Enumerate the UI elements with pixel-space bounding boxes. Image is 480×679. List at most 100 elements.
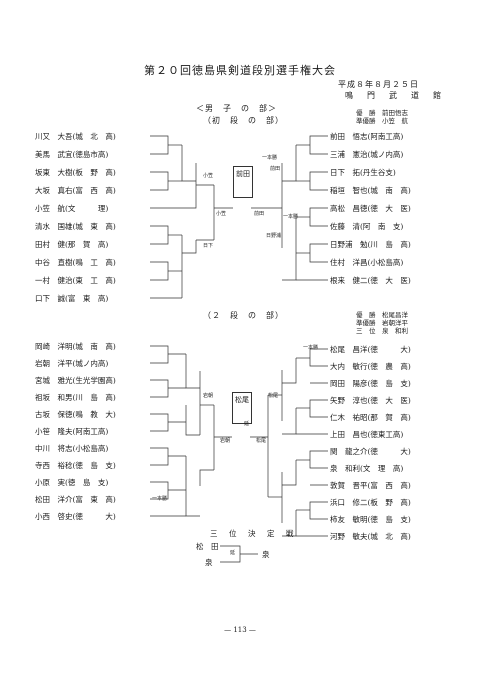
bracket-line bbox=[150, 261, 169, 281]
page-number: — 113 — bbox=[224, 626, 256, 634]
bracket-label: 一本勝 bbox=[283, 214, 299, 220]
player-entry: 浜口 修二(板 野 高) bbox=[330, 498, 411, 507]
player-entry: 岡崎 洋明(城 南 高) bbox=[35, 342, 116, 351]
player-entry: 三浦 憲治(城ノ内高) bbox=[330, 150, 404, 159]
player-entry: 祖坂 和男(川 島 高) bbox=[35, 393, 116, 402]
player-entry: 松尾 昌洋(徳 大) bbox=[330, 345, 411, 354]
bracket-label: 前田 bbox=[270, 166, 281, 172]
bracket-line bbox=[182, 240, 197, 254]
bracket-line bbox=[282, 460, 297, 486]
bracket-label: 日下 bbox=[203, 243, 214, 249]
bracket-line bbox=[282, 145, 297, 182]
nidan-third: 三 位 泉 和利 bbox=[356, 327, 408, 335]
nidan-final-box: 松尾 bbox=[232, 392, 252, 424]
player-entry: 大内 敏行(徳 農 高) bbox=[330, 362, 411, 371]
bracket-line bbox=[282, 217, 297, 281]
player-entry: 清水 国雄(城 東 高) bbox=[35, 222, 116, 231]
bracket-line bbox=[199, 469, 214, 486]
playoff-label: 延 bbox=[230, 550, 236, 556]
nidan-runnerup: 準優勝 岩朝洋平 bbox=[356, 319, 408, 327]
player-entry: 根来 健二(徳 大 医) bbox=[330, 276, 411, 285]
bracket-label: 日野浦 bbox=[266, 233, 282, 239]
player-entry: 美馬 武宜(徳島市高) bbox=[35, 150, 109, 159]
player-entry: 敦賀 晋平(富 西 高) bbox=[330, 481, 411, 490]
event-venue: 鳴 門 武 道 館 bbox=[345, 91, 444, 100]
player-entry: 田村 健(那 賀 高) bbox=[35, 240, 109, 249]
bracket-line bbox=[309, 135, 328, 155]
player-entry: 小笹 隆夫(阿南工高) bbox=[35, 427, 109, 436]
bracket-line bbox=[282, 510, 297, 537]
player-entry: 河野 敏夫(城 北 高) bbox=[330, 532, 411, 541]
bracket-line bbox=[150, 481, 169, 500]
bracket-label: 岩朝 bbox=[220, 438, 231, 444]
bracket-line bbox=[150, 345, 169, 364]
bracket-line bbox=[150, 135, 169, 155]
bracket-label: 一本勝 bbox=[262, 155, 278, 161]
section-heading-mens: ＜男 子 の 部＞ bbox=[196, 104, 277, 113]
player-entry: 小西 啓史(徳 大) bbox=[35, 512, 116, 521]
playoff-winner: 泉 bbox=[262, 550, 270, 559]
player-entry: 大坂 真右(富 西 高) bbox=[35, 186, 116, 195]
bracket-line bbox=[185, 354, 200, 389]
bracket-line bbox=[309, 243, 328, 263]
playoff-title: 三 位 決 定 戦 bbox=[210, 529, 296, 538]
bracket-line bbox=[150, 447, 169, 466]
player-entry: 上田 昌也(徳東工高) bbox=[330, 430, 404, 439]
player-entry: 口下 誠(富 東 高) bbox=[35, 294, 109, 303]
page-title: 第２０回徳島県剣道段別選手権大会 bbox=[144, 64, 336, 77]
player-entry: 宮城 雅光(生光学園高) bbox=[35, 376, 116, 385]
bracket-line bbox=[309, 450, 328, 469]
player-entry: 柿友 敏明(徳 島 支) bbox=[330, 515, 411, 524]
nidan-winner: 優 勝 松尾昌洋 bbox=[356, 311, 408, 319]
player-entry: 前田 悟志(阿南工高) bbox=[330, 132, 404, 141]
section-heading-nidan: （２ 段 の 部） bbox=[203, 311, 284, 320]
bracket-line bbox=[220, 545, 241, 563]
bracket-line bbox=[309, 171, 328, 191]
bracket-line bbox=[150, 171, 169, 191]
bracket-label: 岩朝 bbox=[203, 393, 214, 399]
event-date: 平成８年８月２５日 bbox=[338, 80, 419, 89]
bracket-line bbox=[309, 207, 328, 227]
player-entry: 矢野 淳也(徳 大 医) bbox=[330, 396, 411, 405]
bracket-line bbox=[309, 348, 328, 367]
bracket-line bbox=[309, 399, 328, 418]
bracket-label: 小笠 bbox=[203, 173, 214, 179]
bracket-line bbox=[185, 456, 200, 517]
player-entry: 関 龍之介(徳 大) bbox=[330, 447, 411, 456]
bracket-line bbox=[150, 413, 169, 432]
bracket-label: 松尾 bbox=[268, 393, 279, 399]
player-entry: 岡田 陽彦(徳 島 支) bbox=[330, 379, 411, 388]
nidan-champion-name: 松尾 bbox=[235, 396, 249, 404]
shodan-winner: 優 勝 前田悟志 bbox=[356, 109, 408, 117]
bracket-line bbox=[185, 405, 200, 436]
section-heading-shodan: （初 段 の 部） bbox=[203, 116, 284, 125]
player-entry: 寺西 裕稔(徳 島 支) bbox=[35, 461, 116, 470]
player-entry: 泉 和利(文 理 高) bbox=[330, 464, 404, 473]
player-entry: 高松 昌徳(徳 大 医) bbox=[330, 204, 411, 213]
player-entry: 古坂 保徳(鳴 教 大) bbox=[35, 410, 116, 419]
player-entry: 日野浦 勉(川 島 高) bbox=[330, 240, 411, 249]
bracket-line bbox=[150, 225, 169, 245]
bracket-line bbox=[282, 408, 297, 435]
player-entry: 川又 大吾(城 北 高) bbox=[35, 132, 116, 141]
player-entry: 一村 健治(東 工 高) bbox=[35, 276, 116, 285]
player-entry: 松田 洋介(富 東 高) bbox=[35, 495, 116, 504]
player-entry: 仁木 祐昭(那 賀 高) bbox=[330, 413, 411, 422]
player-entry: 岩朝 洋平(城ノ内高) bbox=[35, 359, 109, 368]
player-entry: 小原 実(徳 島 支) bbox=[35, 478, 109, 487]
shodan-runnerup: 準優勝 小笠 航 bbox=[356, 117, 408, 125]
bracket-line bbox=[309, 501, 328, 520]
player-entry: 佐藤 清(阿 南 支) bbox=[330, 222, 404, 231]
shodan-final-box: 前田 bbox=[233, 166, 253, 198]
bracket-line bbox=[181, 145, 196, 182]
player-entry: 住村 洋昌(小松島高) bbox=[330, 258, 404, 267]
bracket-label: 前田 bbox=[254, 211, 265, 217]
bracket-label: 松尾 bbox=[256, 438, 267, 444]
bracket-label: 延 bbox=[244, 421, 250, 427]
bracket-label: 一本勝 bbox=[303, 345, 319, 351]
player-entry: 中川 将志(小松島高) bbox=[35, 444, 109, 453]
player-entry: 稲垣 智也(城 南 高) bbox=[330, 186, 411, 195]
player-entry: 日下 拓(丹生谷支) bbox=[330, 168, 396, 177]
bracket-line bbox=[150, 379, 169, 398]
